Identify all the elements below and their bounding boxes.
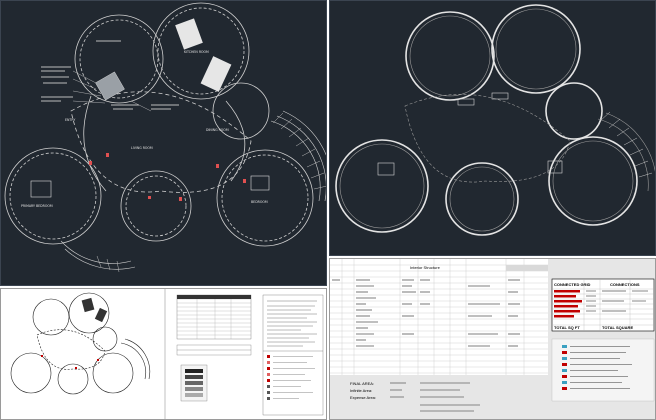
living-room-label: LIVING ROOM bbox=[131, 146, 153, 150]
cad-floor-plan-outline[interactable] bbox=[329, 0, 656, 256]
connected-grid-header: CONNECTED GRID bbox=[554, 282, 591, 287]
outline-plan-drawing bbox=[335, 4, 655, 236]
total-sqft-label: TOTAL SQ FT bbox=[554, 325, 580, 330]
printed-drawing-sheet[interactable] bbox=[0, 288, 327, 420]
drawing-sheet bbox=[10, 289, 324, 419]
total-square-label: TOTAL SQUARE bbox=[602, 325, 633, 330]
bedroom-label: BEDROOM bbox=[251, 200, 268, 204]
connections-header: CONNECTIONS bbox=[610, 282, 640, 287]
expense-area-label: Expense Area: bbox=[350, 395, 376, 400]
sheet-center-header: Interior Structure bbox=[410, 265, 441, 270]
entry-label: ENTRY bbox=[65, 118, 75, 122]
final-area-label: FINAL AREA: bbox=[350, 381, 374, 386]
spreadsheet-grid: Interior Structure bbox=[330, 259, 655, 412]
area-calculation-spreadsheet[interactable]: Interior Structure bbox=[329, 258, 656, 420]
primary-bedroom-label: PRIMARY BEDROOM bbox=[21, 204, 53, 208]
kitchen-room-label: KITCHEN ROOM bbox=[184, 50, 209, 54]
infinite-area-label: Infinite Area: bbox=[350, 388, 372, 393]
cad-floor-plan-detailed[interactable]: KITCHEN ROOM LIVING ROOM DINING ROOM PRI… bbox=[0, 0, 327, 286]
floor-plan-drawing: KITCHEN ROOM LIVING ROOM DINING ROOM PRI… bbox=[4, 2, 326, 273]
dining-room-label: DINING ROOM bbox=[206, 128, 229, 132]
